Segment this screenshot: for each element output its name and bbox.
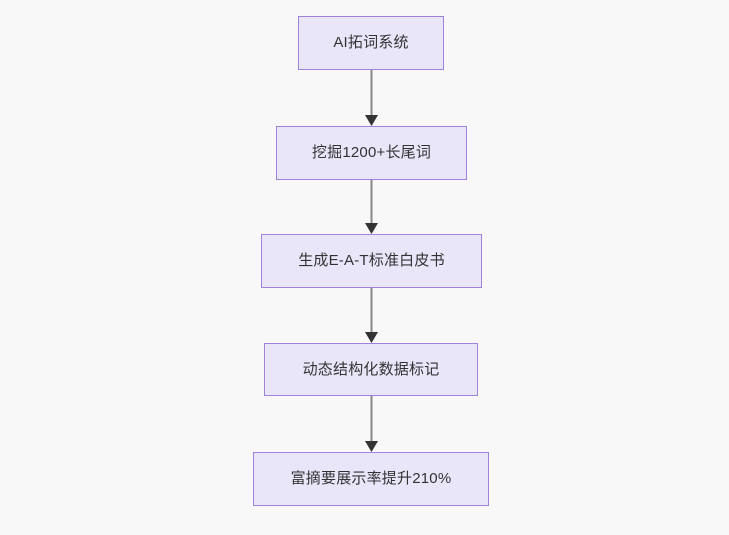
flow-node-label: 富摘要展示率提升210%: [290, 470, 452, 488]
arrowhead-icon: [364, 223, 378, 234]
flow-node-n5[interactable]: 富摘要展示率提升210%: [253, 452, 489, 506]
flow-node-n4[interactable]: 动态结构化数据标记: [264, 343, 478, 396]
flow-node-label: AI拓词系统: [333, 34, 409, 52]
flow-node-label: 挖掘1200+长尾词: [311, 144, 432, 162]
flow-node-n3[interactable]: 生成E-A-T标准白皮书: [261, 234, 482, 288]
flow-node-label: 生成E-A-T标准白皮书: [298, 252, 445, 270]
flow-node-n1[interactable]: AI拓词系统: [298, 16, 444, 70]
flow-node-n2[interactable]: 挖掘1200+长尾词: [276, 126, 467, 180]
flow-node-label: 动态结构化数据标记: [302, 360, 440, 378]
arrowhead-icon: [364, 441, 378, 452]
arrowhead-icon: [364, 115, 378, 126]
arrowhead-icon: [364, 332, 378, 343]
